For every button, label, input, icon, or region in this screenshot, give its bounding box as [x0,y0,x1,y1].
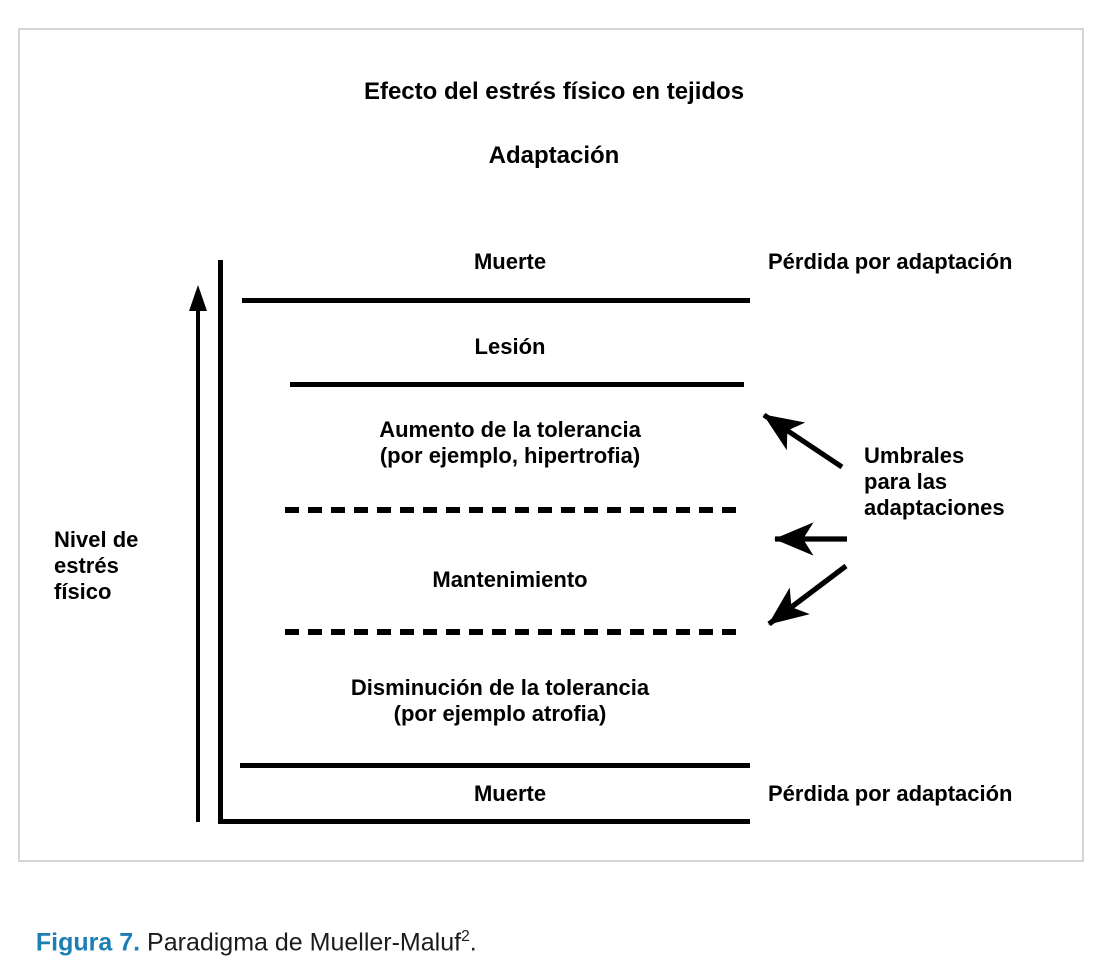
threshold-line-muerte-bottom [240,763,750,768]
band-label-muerte-bottom: Muerte [473,781,547,806]
figure-caption: Figura 7. Paradigma de Mueller-Maluf2. [22,898,1082,957]
y-axis-line [218,260,223,824]
band-label-lesion: Lesión [474,334,546,359]
side-label-perdida-bottom: Pérdida por adaptación [768,781,1013,806]
side-label-perdida-top: Pérdida por adaptación [768,249,1013,274]
figure-number: Figura 7. [35,927,141,956]
threshold-line-dashed-upper [285,507,744,513]
chart-subtitle: Adaptación [488,142,620,169]
arrow-to-lower-dashed-line [767,563,848,627]
x-axis-line [218,819,750,824]
threshold-line-dashed-lower [285,629,744,635]
threshold-line-lesion [290,382,744,387]
figure-caption-superscript: 2 [461,927,470,945]
band-label-disminucion: Disminución de la tolerancia(por ejemplo… [350,675,650,726]
band-label-muerte-top: Muerte [473,249,547,274]
band-label-aumento: Aumento de la tolerancia(por ejemplo, hi… [379,417,641,468]
threshold-line-muerte-top [242,298,750,303]
y-axis-arrow-icon [188,285,208,822]
figure-caption-text: Paradigma de Mueller-Maluf [140,927,462,956]
figure-frame: Efecto del estrés físico en tejidos Adap… [18,28,1084,862]
threshold-annotation-arrows [762,412,848,627]
figure-caption-end: . [469,927,477,956]
chart-title: Efecto del estrés físico en tejidos [363,78,745,105]
arrow-to-lesion-line [762,412,844,470]
band-label-mantenimiento: Mantenimiento [432,567,588,592]
